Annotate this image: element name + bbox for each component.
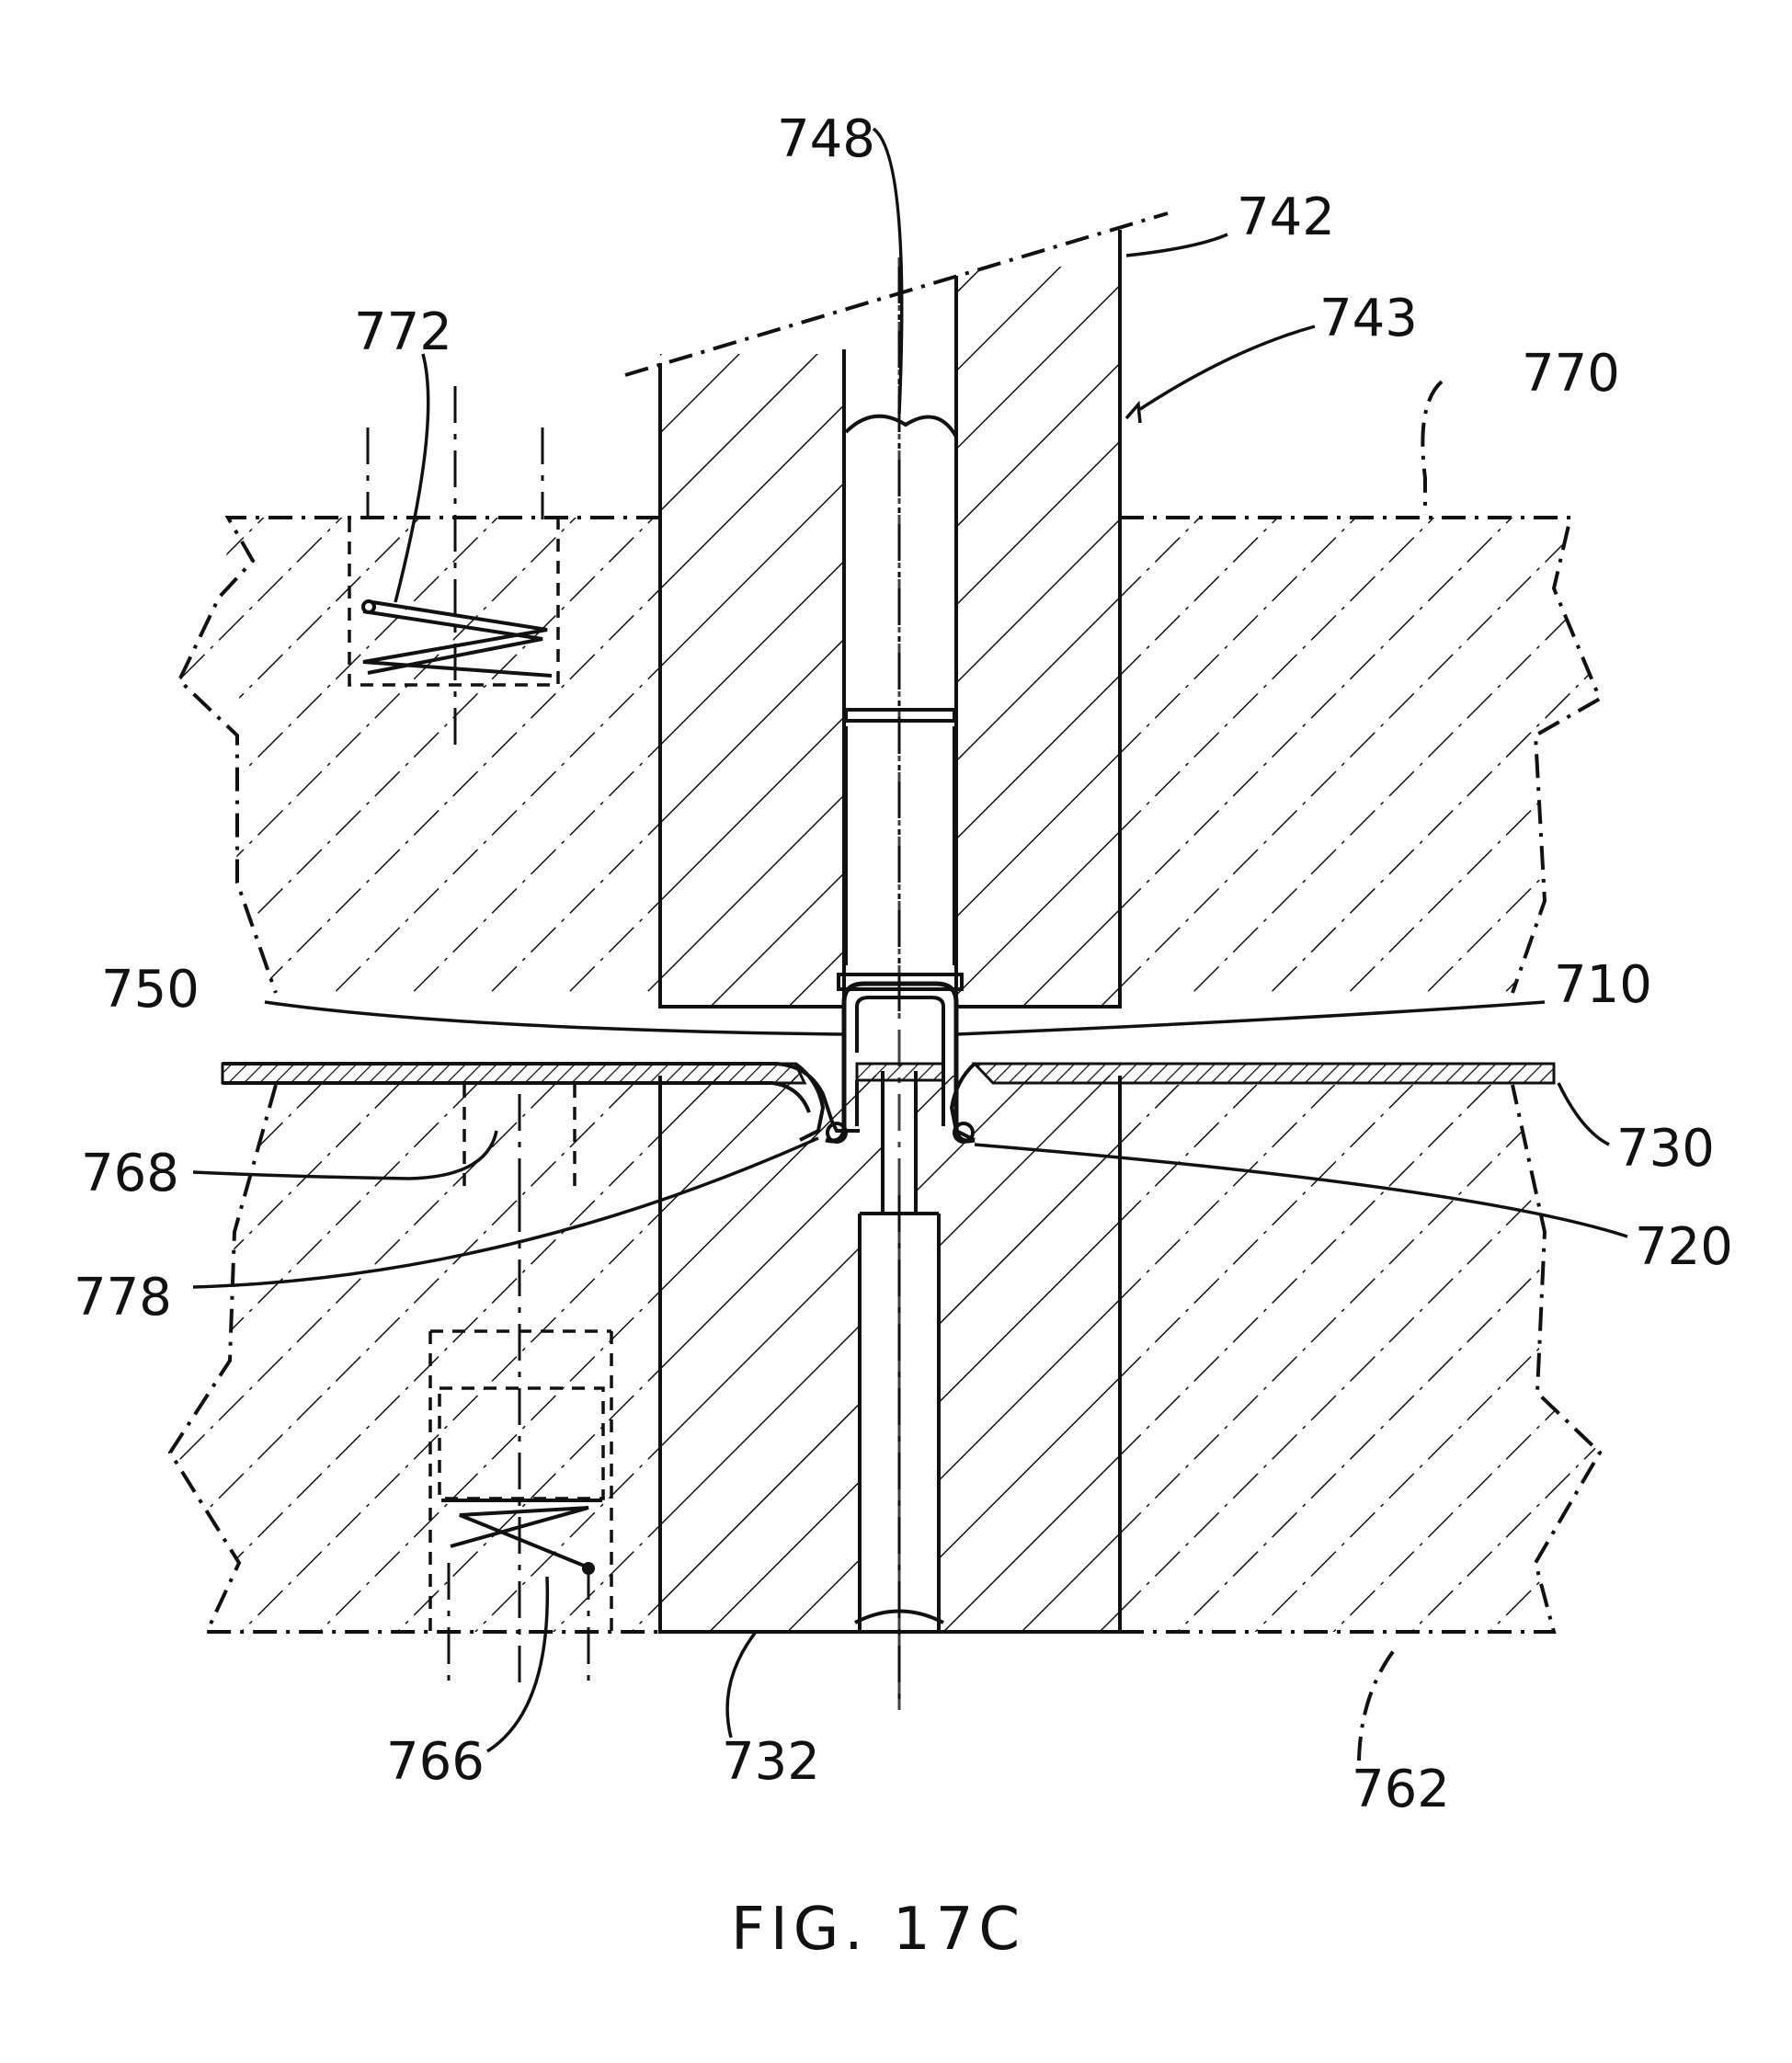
leader-770 (1421, 380, 1444, 515)
label-750: 750 (101, 960, 200, 1020)
label-730: 730 (1616, 1119, 1715, 1179)
label-766: 766 (386, 1732, 485, 1792)
leader-750 (264, 1000, 845, 1036)
label-772: 772 (354, 302, 452, 362)
label-710: 710 (1554, 955, 1652, 1015)
lower-die-732 (658, 1071, 1122, 1710)
leader-732 (725, 1630, 758, 1738)
label-742: 742 (1237, 188, 1335, 247)
label-748: 748 (777, 109, 875, 169)
label-732: 732 (722, 1732, 820, 1792)
leader-778 (192, 1136, 819, 1289)
leader-772 (394, 353, 430, 603)
label-720: 720 (1635, 1217, 1733, 1277)
leader-730 (1557, 1082, 1610, 1146)
upper-punch-742 (624, 211, 1169, 1009)
leader-720 (974, 1143, 1628, 1238)
reference-labels: 748 742 743 772 770 750 710 730 768 720 … (74, 109, 1733, 1819)
leader-742 (1125, 233, 1228, 257)
part-cup-710 (825, 981, 976, 1144)
leader-743 (1139, 325, 1316, 411)
strip-730 (221, 1062, 1556, 1142)
label-743: 743 (1319, 289, 1418, 348)
leader-768 (192, 1130, 498, 1180)
label-770: 770 (1522, 344, 1620, 404)
leader-710 (955, 1000, 1546, 1036)
spring-766-pocket (428, 1085, 613, 1692)
label-762: 762 (1352, 1760, 1450, 1819)
leader-748 (872, 127, 904, 415)
spring-772 (348, 386, 560, 745)
leader-lines (192, 127, 1628, 1761)
upper-stripper-block-770 (177, 516, 1603, 994)
leader-766 (486, 1576, 550, 1753)
label-768: 768 (81, 1144, 179, 1203)
leader-762 (1357, 1644, 1399, 1761)
lower-block-762 (167, 1084, 1603, 1634)
figure-caption: FIG. 17C (731, 1896, 1025, 1964)
label-778: 778 (74, 1268, 172, 1328)
